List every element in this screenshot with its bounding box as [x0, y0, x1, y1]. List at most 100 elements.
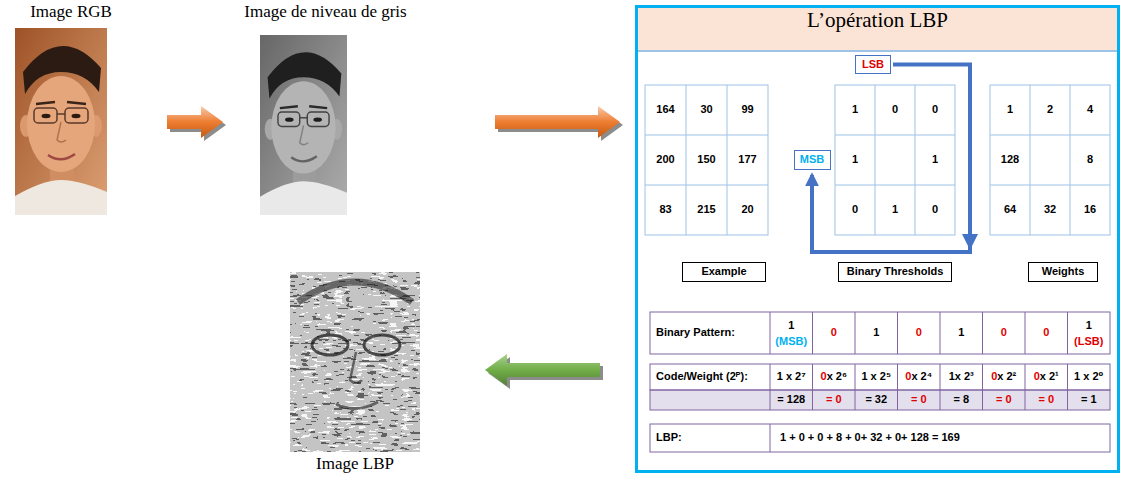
weight-value: 2	[1047, 103, 1053, 116]
code-row	[650, 364, 1110, 390]
threshold-bit: 0	[932, 103, 938, 116]
threshold-bit: 0	[892, 103, 898, 116]
grid-caption: Example	[701, 265, 746, 278]
pattern-row-dividers	[770, 312, 1068, 354]
connector	[495, 106, 623, 141]
code-row-dividers	[770, 364, 1068, 410]
lbp-row	[650, 424, 1110, 452]
threshold-bit: 1	[852, 103, 858, 116]
weighted-value-cell: = 1	[1081, 393, 1097, 406]
lbp-table	[650, 312, 1110, 452]
grayscale-face-photo	[260, 35, 347, 215]
bit-order-tag: MSB	[794, 150, 831, 170]
bit-order-label: LSB	[862, 58, 884, 71]
lbp-mouth	[336, 402, 378, 409]
weight-value: 1	[1007, 103, 1013, 116]
pattern-bit: 0	[1043, 326, 1049, 339]
weight-value: 64	[1004, 203, 1016, 216]
pattern-bit: 1	[873, 326, 879, 339]
code-weight-cell: 0x 2¹	[1034, 370, 1059, 383]
row-header: Code/Weight (2ᴾ):	[656, 370, 748, 383]
weighted-value-cell: = 0	[826, 393, 842, 406]
grid-value: 164	[656, 103, 674, 116]
image-caption: Image LBP	[313, 454, 397, 474]
grid-caption-box: Weights	[1028, 262, 1098, 282]
image-panel: Image LBP	[285, 270, 425, 476]
pattern-bit: 0	[916, 326, 922, 339]
grid-caption: Binary Thresholds	[847, 265, 944, 278]
example-grid	[645, 85, 768, 235]
grid-caption-box: Binary Thresholds	[838, 262, 952, 282]
code-weight-cell: 0x 2²	[991, 370, 1016, 383]
lbp-face-image	[290, 272, 420, 452]
grid-value: 200	[656, 153, 674, 166]
rgb-face-photo	[15, 28, 107, 215]
threshold-bit: 0	[932, 203, 938, 216]
grid-value: 20	[741, 203, 753, 216]
bit-order-label: MSB	[800, 153, 824, 166]
grid-value: 150	[697, 153, 715, 166]
code-weight-cell: 0x 2⁴	[905, 370, 932, 383]
grid-caption: Weights	[1042, 265, 1085, 278]
lbp-glasses	[312, 335, 348, 355]
code-weight-cell: 1 x 2⁷	[777, 370, 806, 383]
lbp-row-divider	[770, 424, 771, 452]
weight-value: 8	[1087, 153, 1093, 166]
example-grid-lines	[645, 85, 768, 235]
threshold-bit: 0	[852, 203, 858, 216]
threshold-grid-lines	[835, 85, 955, 235]
lbp-nose	[350, 352, 362, 383]
pattern-row	[650, 312, 1110, 354]
grid-value: 83	[659, 203, 671, 216]
row-header: Binary Pattern:	[656, 326, 735, 339]
weighted-value-cell: = 0	[996, 393, 1012, 406]
pattern-bit: 1	[958, 326, 964, 339]
connector	[167, 106, 226, 141]
block-arrow	[485, 354, 600, 386]
code-weight-cell: 1 x 2⁵	[861, 370, 891, 383]
grid-caption-box: Example	[682, 262, 766, 282]
pattern-bit: 0	[1001, 326, 1007, 339]
threshold-grid	[835, 85, 955, 235]
grid-value: 99	[741, 103, 753, 116]
bit-order-note: (LSB)	[1074, 335, 1103, 348]
panel-heading: L’opération LBP	[638, 8, 1117, 52]
code-weight-cell: 1x 2³	[949, 370, 974, 383]
row-header: LBP:	[656, 431, 682, 444]
pattern-bit: 1	[1086, 319, 1092, 332]
lbp-texture	[290, 272, 420, 452]
block-arrow	[167, 106, 223, 138]
image-panel: Image RGB	[12, 2, 130, 218]
lbp-hair-edge	[298, 282, 412, 302]
connector	[812, 65, 970, 253]
pattern-bit: 1	[788, 319, 794, 332]
image-caption: Image RGB	[30, 2, 112, 22]
block-arrow	[495, 106, 620, 138]
weights-grid	[990, 85, 1110, 235]
code-weight-cell: 0x 2⁶	[821, 370, 847, 383]
connector	[485, 354, 603, 389]
bit-order-tag: LSB	[855, 55, 891, 74]
weighted-value-cell: = 128	[777, 393, 805, 406]
weighted-value-cell: = 0	[911, 393, 927, 406]
image-caption: Image de niveau de gris	[244, 2, 406, 22]
code-weight-cell: 1 x 2⁰	[1074, 370, 1103, 383]
weight-value: 128	[1001, 153, 1019, 166]
weighted-value-cell: = 8	[953, 393, 969, 406]
weight-value: 16	[1084, 203, 1096, 216]
grid-value: 215	[697, 203, 715, 216]
pixel-grids	[645, 85, 1110, 235]
lbp-glasses	[364, 335, 400, 355]
weighted-value-cell: = 32	[865, 393, 887, 406]
threshold-bit: 1	[892, 203, 898, 216]
grid-value: 177	[738, 153, 756, 166]
threshold-bit: 1	[932, 153, 938, 166]
connectors	[167, 65, 970, 390]
weight-value: 4	[1087, 103, 1093, 116]
bit-order-arrow	[812, 65, 970, 253]
